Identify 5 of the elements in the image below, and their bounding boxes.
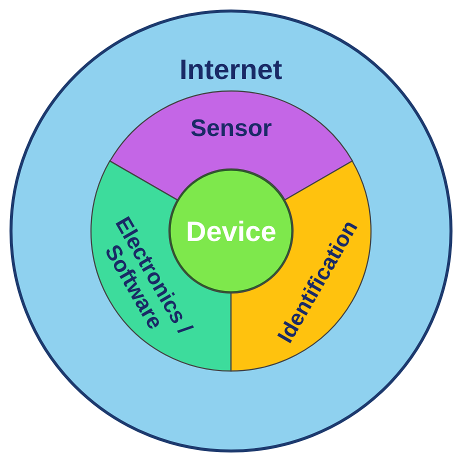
node-label: Sensor	[190, 116, 272, 141]
ring-segment	[110, 91, 352, 200]
outer-circle	[9, 9, 453, 453]
node-label: Internet	[180, 54, 282, 84]
node-label: Device	[186, 216, 276, 246]
